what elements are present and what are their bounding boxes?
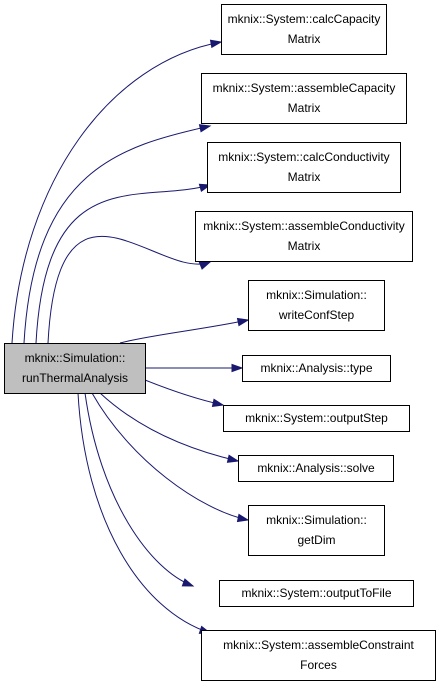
node-get-dim-label-line: mknix::Simulation::	[266, 513, 367, 527]
node-assemble-capacity-matrix-label-line: Matrix	[288, 101, 321, 115]
edge-to-get-dim	[91, 392, 249, 521]
node-assemble-capacity-matrix-box	[201, 73, 407, 124]
edge-to-output-to-file	[84, 392, 194, 587]
edge-to-assemble-conductivity-matrix	[47, 235, 211, 344]
node-output-step[interactable]: mknix::System::outputStep	[223, 405, 410, 432]
node-calc-capacity-matrix-label-line: mknix::System::calcCapacity	[228, 12, 381, 26]
node-run-thermal-analysis-label-line: mknix::Simulation::	[25, 351, 126, 365]
node-assemble-constraint-forces-label-line: Forces	[300, 658, 337, 672]
node-calc-conductivity-matrix-box	[207, 142, 401, 193]
node-write-conf-step-label-line: writeConfStep	[278, 308, 355, 322]
edge-layer	[11, 39, 250, 634]
node-assemble-constraint-forces-box	[201, 630, 436, 681]
node-analysis-solve[interactable]: mknix::Analysis::solve	[238, 455, 394, 482]
node-calc-conductivity-matrix-label-line: Matrix	[288, 170, 321, 184]
node-assemble-capacity-matrix-label-line: mknix::System::assembleCapacity	[213, 81, 396, 95]
node-run-thermal-analysis[interactable]: mknix::Simulation::runThermalAnalysis	[4, 343, 146, 394]
node-analysis-type-label-line: mknix::Analysis::type	[260, 361, 372, 375]
edge-to-analysis-type-arrowhead	[231, 363, 244, 373]
edge-to-assemble-capacity-matrix-arrowhead	[198, 124, 212, 133]
node-get-dim-box	[248, 505, 385, 556]
edge-to-analysis-solve	[99, 392, 239, 462]
edge-to-calc-capacity-matrix-arrowhead	[209, 39, 223, 49]
node-calc-capacity-matrix-label-line: Matrix	[288, 32, 321, 46]
node-analysis-solve-box	[238, 455, 394, 482]
edge-to-output-step-arrowhead	[211, 398, 225, 407]
node-assemble-conductivity-matrix[interactable]: mknix::System::assembleConductivityMatri…	[195, 211, 413, 262]
node-run-thermal-analysis-box	[4, 343, 146, 394]
node-assemble-constraint-forces-label-line: mknix::System::assembleConstraint	[223, 638, 414, 652]
edge-to-calc-conductivity-matrix	[35, 184, 211, 344]
edge-to-calc-capacity-matrix	[11, 41, 222, 344]
node-calc-capacity-matrix-box	[221, 4, 387, 55]
edge-to-assemble-constraint-forces	[77, 392, 211, 634]
node-output-to-file-box	[219, 580, 414, 607]
node-write-conf-step-label-line: mknix::Simulation::	[266, 288, 367, 302]
node-calc-conductivity-matrix-label-line: mknix::System::calcConductivity	[218, 150, 389, 164]
edge-to-analysis-solve-arrowhead	[226, 454, 240, 463]
node-assemble-conductivity-matrix-label-line: Matrix	[288, 239, 321, 253]
node-write-conf-step[interactable]: mknix::Simulation::writeConfStep	[248, 280, 385, 331]
node-output-to-file[interactable]: mknix::System::outputToFile	[219, 580, 414, 607]
node-assemble-conductivity-matrix-label-line: mknix::System::assembleConductivity	[203, 219, 404, 233]
edge-to-get-dim-arrowhead	[236, 513, 250, 523]
edge-to-write-conf-step	[119, 319, 249, 344]
edge-to-output-to-file-arrowhead	[181, 578, 195, 587]
node-analysis-type-box	[242, 355, 391, 382]
edge-to-assemble-capacity-matrix	[23, 125, 211, 344]
node-run-thermal-analysis-label-line: runThermalAnalysis	[22, 371, 128, 385]
node-get-dim[interactable]: mknix::Simulation::getDim	[248, 505, 385, 556]
edge-to-assemble-conductivity-matrix-arrowhead	[198, 261, 212, 270]
node-layer: mknix::Simulation::runThermalAnalysismkn…	[4, 4, 436, 681]
node-output-step-label-line: mknix::System::outputStep	[245, 411, 388, 425]
node-analysis-type[interactable]: mknix::Analysis::type	[242, 355, 391, 382]
node-assemble-conductivity-matrix-box	[195, 211, 413, 262]
node-write-conf-step-box	[248, 280, 385, 331]
node-get-dim-label-line: getDim	[297, 533, 335, 547]
node-output-step-box	[223, 405, 410, 432]
edge-to-output-step	[144, 379, 224, 406]
node-output-to-file-label-line: mknix::System::outputToFile	[241, 586, 391, 600]
node-analysis-solve-label-line: mknix::Analysis::solve	[257, 461, 375, 475]
edge-to-write-conf-step-arrowhead	[236, 317, 250, 327]
